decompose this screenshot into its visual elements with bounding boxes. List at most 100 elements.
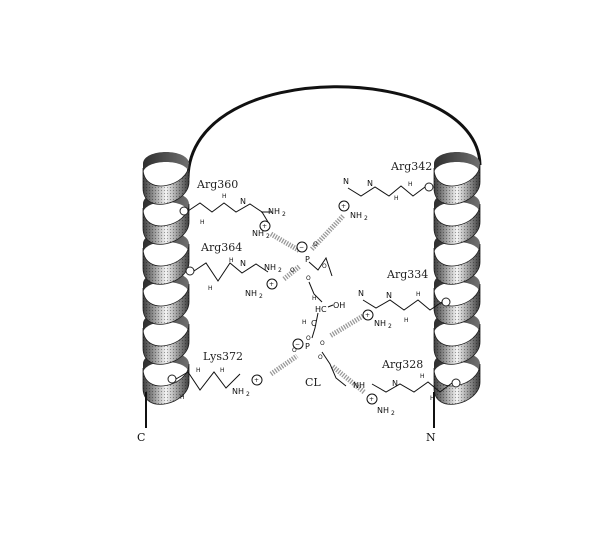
svg-text:H: H <box>302 319 307 326</box>
lys372-label: Lys372 <box>203 350 243 363</box>
hbond-arg360 <box>269 231 302 254</box>
svg-text:C: C <box>311 319 317 328</box>
svg-text:O: O <box>322 263 327 270</box>
arg328-h2n: NH <box>353 381 365 390</box>
arg364-label: Arg364 <box>200 241 242 254</box>
cl-label: CL <box>305 376 321 389</box>
svg-text:−: − <box>299 244 304 251</box>
upper-phosphorus: P <box>305 255 310 264</box>
arg342-nh2: NH <box>350 211 362 220</box>
arg342-sidechain: Arg342 N N NH 2 + H H <box>338 160 434 222</box>
svg-text:H: H <box>200 219 205 226</box>
arg360-n: N <box>240 197 246 206</box>
arg342-anchor-dot <box>424 182 434 192</box>
arg334-sidechain: Arg334 N N NH 2 + H H <box>358 268 451 330</box>
helix-ribbon-texture <box>434 324 480 365</box>
c-terminus-label: C <box>137 431 145 444</box>
arg342-label: Arg342 <box>390 160 432 173</box>
arg328-plus-charge <box>366 393 378 405</box>
hbond-arg364 <box>282 264 302 281</box>
arg364-nh2-top: NH <box>264 263 276 272</box>
svg-text:O: O <box>320 340 325 347</box>
arg334-label: Arg334 <box>386 268 428 281</box>
helix-back-strand <box>143 152 189 174</box>
svg-text:+: + <box>341 203 346 210</box>
hydrogen-bonds <box>269 214 366 394</box>
svg-text:2: 2 <box>364 215 368 222</box>
svg-text:2: 2 <box>278 267 282 274</box>
arg328-label: Arg328 <box>381 358 423 371</box>
glycerol-hc: HC <box>315 305 327 314</box>
helix-ribbon-texture <box>143 364 189 405</box>
arg342-n-top: N <box>343 177 349 186</box>
helix-ribbon-texture <box>434 164 480 205</box>
svg-text:H: H <box>408 181 413 188</box>
helix-back-strand <box>434 152 480 174</box>
svg-text:H: H <box>394 195 399 202</box>
svg-text:2: 2 <box>282 211 286 218</box>
arg364-plus-charge <box>266 278 278 290</box>
arg334-plus-charge <box>362 309 374 321</box>
svg-text:2: 2 <box>391 410 395 417</box>
svg-text:+: + <box>365 312 370 319</box>
arg360-nh2-top: NH <box>268 207 280 216</box>
upper-phosphate-minus <box>296 241 308 253</box>
svg-text:H: H <box>222 193 227 200</box>
lower-phosphorus: P <box>305 342 310 351</box>
svg-text:H: H <box>229 257 234 264</box>
helix-ribbon-texture <box>143 204 189 245</box>
lys372-anchor-dot <box>167 374 177 384</box>
arg328-anchor-dot <box>451 378 461 388</box>
helix-ribbon-texture <box>143 324 189 365</box>
arg342-plus-charge <box>338 200 350 212</box>
svg-text:H: H <box>180 394 185 401</box>
svg-text:H: H <box>404 317 409 324</box>
lys372-nh2: NH <box>232 387 244 396</box>
svg-text:H: H <box>420 373 425 380</box>
helix-ribbon-texture <box>434 284 480 325</box>
helix-ribbon-texture <box>434 204 480 245</box>
n-terminus-label: N <box>426 431 436 444</box>
arg360-label: Arg360 <box>196 178 238 191</box>
helix-ribbon-texture <box>434 244 480 285</box>
hbond-arg328 <box>330 364 366 394</box>
arg364-anchor-dot <box>185 266 195 276</box>
left-helix <box>142 152 190 405</box>
svg-text:2: 2 <box>388 323 392 330</box>
right-helix <box>433 152 481 405</box>
arg360-nh2-bottom: NH <box>252 229 264 238</box>
svg-text:O: O <box>313 241 318 248</box>
arg328-sidechain: Arg328 N NH NH 2 + H H <box>353 358 461 417</box>
connecting-loop <box>186 85 482 179</box>
svg-text:2: 2 <box>266 233 270 240</box>
lower-phosphate-minus <box>292 338 304 350</box>
svg-text:O: O <box>306 335 311 342</box>
helix-ribbon-texture <box>143 244 189 285</box>
arg360-plus-charge <box>259 220 271 232</box>
arg364-n: N <box>240 259 246 268</box>
arg334-anchor-dot <box>441 297 451 307</box>
helix-ribbon-texture <box>143 164 189 205</box>
svg-text:O: O <box>292 347 297 354</box>
lys372-sidechain: Lys372 NH 2 + H H H <box>167 350 263 401</box>
arg364-sidechain: Arg364 N NH 2 NH 2 + H H <box>185 241 282 300</box>
svg-text:2: 2 <box>259 293 263 300</box>
glycerol-oh: OH <box>333 301 345 310</box>
svg-text:H: H <box>312 295 317 302</box>
arg342-n: N <box>367 179 373 188</box>
svg-text:O: O <box>290 267 295 274</box>
svg-text:+: + <box>254 377 259 384</box>
helix-ribbon-texture <box>434 364 480 405</box>
svg-text:H: H <box>220 367 225 374</box>
arg328-nh2: NH <box>377 406 389 415</box>
svg-text:+: + <box>262 223 267 230</box>
svg-text:H: H <box>196 367 201 374</box>
arg334-n-top: N <box>358 289 364 298</box>
lys372-plus-charge <box>251 374 263 386</box>
arg364-nh2-bottom: NH <box>245 289 257 298</box>
svg-text:+: + <box>369 396 374 403</box>
svg-text:O: O <box>306 275 311 282</box>
hbond-lys372 <box>269 353 299 377</box>
svg-text:H: H <box>208 285 213 292</box>
